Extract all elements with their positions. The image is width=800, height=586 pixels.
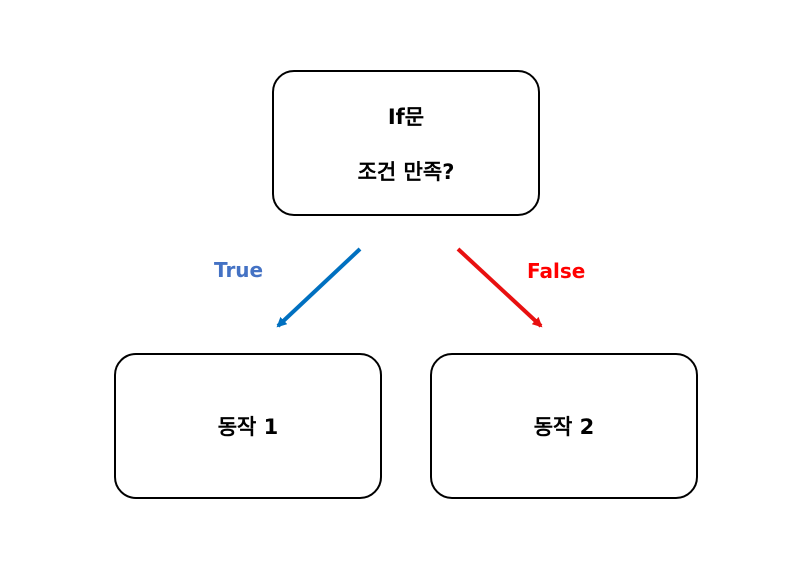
true-arrow (276, 247, 362, 328)
true-label: True (214, 258, 264, 282)
condition-question: 조건 만족? (357, 160, 455, 184)
false-arrow (456, 247, 543, 328)
false-label: False (527, 259, 586, 283)
action-2-label: 동작 2 (533, 415, 595, 439)
action-1-box: 동작 1 (114, 353, 382, 499)
action-1-label: 동작 1 (217, 415, 279, 439)
condition-title: If문 (387, 105, 425, 129)
action-2-box: 동작 2 (430, 353, 698, 499)
condition-box: If문 조건 만족? (272, 70, 540, 216)
